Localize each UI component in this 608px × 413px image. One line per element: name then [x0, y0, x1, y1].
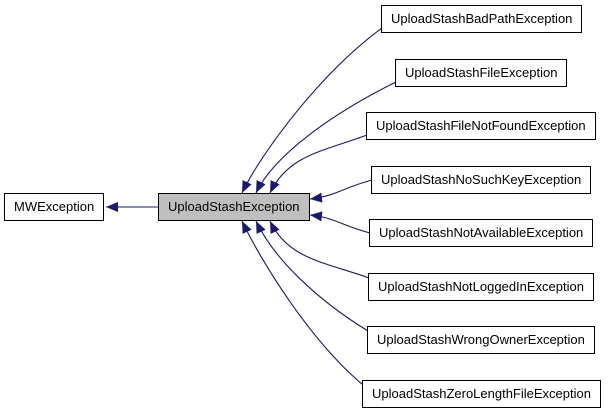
node-uploadstashfilenotfoundexception[interactable]: UploadStashFileNotFoundException: [366, 112, 596, 140]
node-uploadstashbadpathexception[interactable]: UploadStashBadPathException: [381, 5, 583, 33]
node-uploadstashzerolengthfileexception[interactable]: UploadStashZeroLengthFileException: [362, 380, 601, 408]
node-mwexception[interactable]: MWException: [4, 193, 105, 221]
node-uploadstashnosuchkeyexception[interactable]: UploadStashNoSuchKeyException: [371, 166, 592, 194]
node-uploadstashfileexception[interactable]: UploadStashFileException: [395, 59, 568, 87]
node-uploadstashnotavailableexception[interactable]: UploadStashNotAvailableException: [369, 219, 594, 247]
node-uploadstashexception: UploadStashException: [158, 193, 310, 221]
node-uploadstashwrongownerexception[interactable]: UploadStashWrongOwnerException: [367, 326, 595, 354]
node-uploadstashnotloggedinexception[interactable]: UploadStashNotLoggedInException: [368, 273, 594, 301]
